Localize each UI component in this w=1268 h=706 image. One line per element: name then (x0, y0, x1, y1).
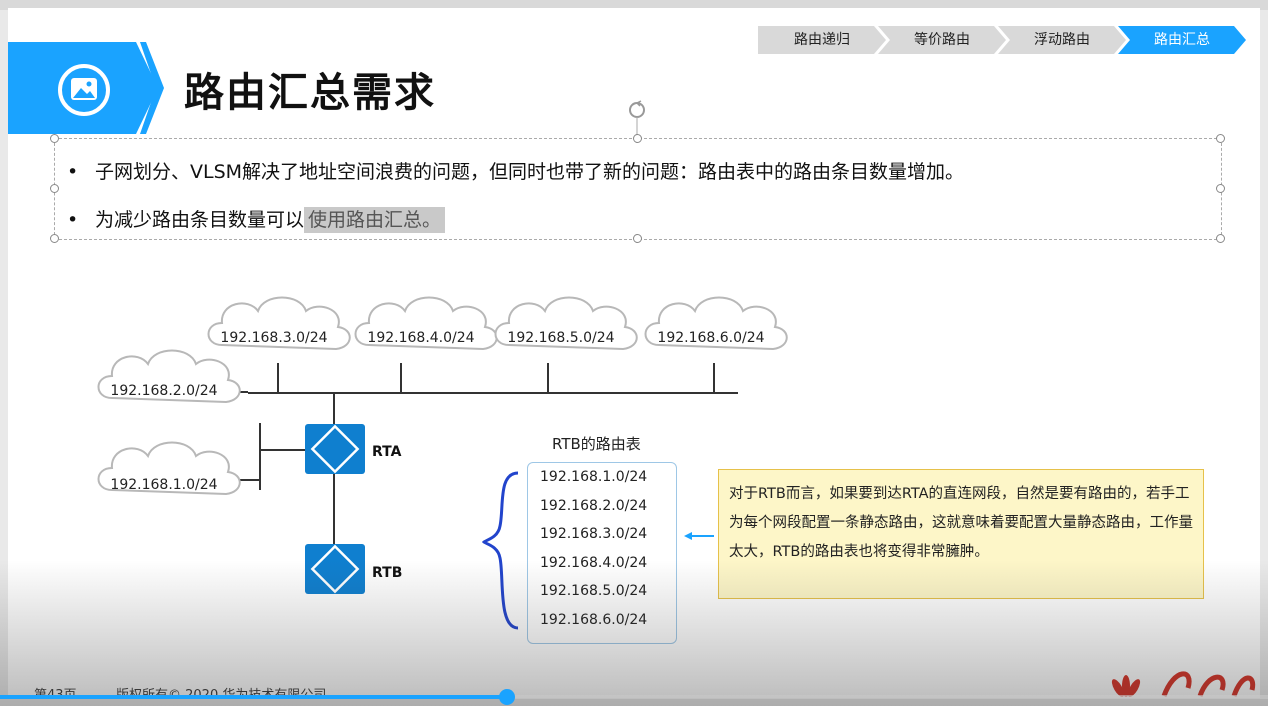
bullet-marker: • (67, 161, 79, 183)
footer-copyright: 版权所有© 2020 华为技术有限公司 (116, 688, 327, 698)
explanation-note: 对于RTB而言，如果要到达RTA的直连网段，自然是要有路由的，若手工为每个网段配… (718, 469, 1204, 599)
crumb-shape (878, 26, 1006, 54)
router-label-rtb: RTB (372, 565, 403, 581)
routing-table-title: RTB的路由表 (552, 435, 641, 453)
resize-handle[interactable] (1216, 184, 1225, 193)
routing-table: 192.168.1.0/24 192.168.2.0/24 192.168.3.… (527, 462, 677, 644)
bullet-item: • 子网划分、VLSM解决了地址空间浪费的问题，但同时也带了新的问题：路由表中的路… (67, 157, 964, 184)
video-progress-track[interactable] (0, 695, 1268, 699)
crumb-shape (998, 26, 1126, 54)
resize-handle[interactable] (1216, 234, 1225, 243)
top-strip (0, 0, 1268, 10)
resize-handle[interactable] (50, 184, 59, 193)
highlighted-text: 使用路由汇总。 (304, 207, 446, 233)
bullet-text: 子网划分、VLSM解决了地址空间浪费的问题，但同时也带了新的问题：路由表中的路由… (95, 161, 965, 183)
banner-chevron (140, 42, 164, 134)
router-icon (305, 424, 365, 474)
table-row: 192.168.5.0/24 (540, 583, 648, 599)
bullet-item: • 为减少路由条目数量可以使用路由汇总。 (67, 205, 446, 233)
footer-page-number: 第43页 (34, 688, 77, 698)
video-progress-fill (0, 695, 508, 699)
table-row: 192.168.4.0/24 (540, 554, 648, 571)
page-title: 路由汇总需求 (184, 70, 436, 116)
network-label: 192.168.3.0/24 (220, 330, 328, 346)
bullet-text: 为减少路由条目数量可以 (95, 209, 305, 231)
tab-label: 浮动路由 (1034, 32, 1090, 48)
tab-label: 路由递归 (794, 32, 850, 48)
tab-route-recursion[interactable]: 路由递归 (758, 26, 886, 54)
crumb-shape-active (1118, 26, 1246, 54)
tab-floating-route[interactable]: 浮动路由 (998, 26, 1126, 54)
tab-route-summary[interactable]: 路由汇总 (1118, 26, 1246, 54)
resize-handle[interactable] (633, 134, 642, 143)
video-progress-knob[interactable] (499, 689, 516, 705)
network-label: 192.168.6.0/24 (657, 330, 765, 346)
network-label: 192.168.4.0/24 (367, 330, 475, 346)
huawei-logo (1111, 671, 1256, 697)
resize-handle[interactable] (50, 134, 59, 143)
table-row: 192.168.1.0/24 (540, 469, 648, 485)
network-label: 192.168.5.0/24 (507, 330, 615, 346)
table-row: 192.168.2.0/24 (540, 497, 648, 514)
router-label-rta: RTA (372, 444, 402, 460)
tab-label: 等价路由 (914, 32, 970, 48)
table-row: 192.168.6.0/24 (540, 611, 648, 628)
network-label: 192.168.1.0/24 (110, 477, 218, 493)
tab-equal-cost-route[interactable]: 等价路由 (878, 26, 1006, 54)
image-icon (58, 64, 110, 116)
crumb-shape (758, 26, 886, 54)
tab-label: 路由汇总 (1154, 32, 1210, 48)
slide-canvas: 路由汇总需求 路由递归 等价路由 浮动路由 路由汇总 • 子网划分、VLSM解决了… (8, 8, 1260, 698)
resize-handle[interactable] (1216, 134, 1225, 143)
bullet-marker: • (67, 209, 79, 231)
resize-handle[interactable] (50, 234, 59, 243)
router-icon (305, 544, 365, 594)
network-label: 192.168.2.0/24 (110, 383, 218, 399)
rotate-handle-icon[interactable] (626, 100, 648, 140)
resize-handle[interactable] (633, 234, 642, 243)
text-box[interactable]: • 子网划分、VLSM解决了地址空间浪费的问题，但同时也带了新的问题：路由表中的路… (50, 134, 1225, 243)
table-row: 192.168.3.0/24 (540, 526, 648, 542)
brace-annotation (481, 471, 519, 630)
